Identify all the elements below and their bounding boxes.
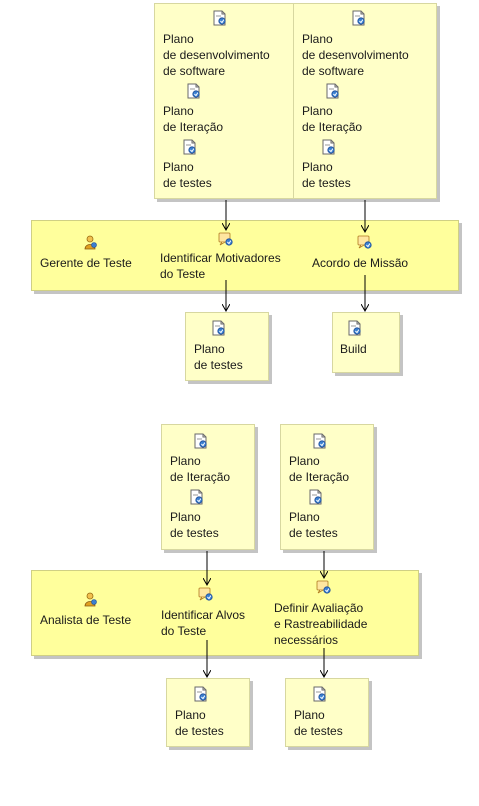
input-artifacts-right [293,3,437,199]
output-test-plan-box [185,312,269,381]
iteration-plan-label-4[interactable]: Plano de Iteração [289,454,350,484]
input-artifacts-right-2 [280,424,374,550]
task-define-assessment[interactable]: Definir Avaliação e Rastreabilidade nece… [274,601,368,647]
role-label[interactable]: Gerente de Teste [40,256,132,270]
test-plan-output-label[interactable]: Plano de testes [194,342,243,372]
test-plan-label-4[interactable]: Plano de testes [289,510,338,540]
task-identify-targets[interactable]: Identificar Alvos do Teste [161,608,246,638]
test-plan-output-label-2[interactable]: Plano de testes [175,708,224,738]
test-plan-label-1[interactable]: Plano de testes [163,160,212,190]
swimlane-test-analyst [31,570,419,656]
input-artifacts-left-2 [161,424,255,550]
dev-plan-label-1[interactable]: Plano de desenvolvimento de software [163,32,270,78]
task-mission-agreement[interactable]: Acordo de Missão [312,256,409,270]
input-artifacts-left [154,3,295,199]
test-plan-label-3[interactable]: Plano de testes [170,510,219,540]
role-label-2[interactable]: Analista de Teste [40,613,132,627]
build-output-label[interactable]: Build [340,342,367,356]
task-identify-motivators[interactable]: Identificar Motivadores do Teste [160,251,281,281]
iteration-plan-label-3[interactable]: Plano de Iteração [170,454,231,484]
output-test-plan-box-2 [166,678,250,747]
output-test-plan-box-3 [285,678,369,747]
test-plan-output-label-3[interactable]: Plano de testes [294,708,343,738]
dev-plan-label-2[interactable]: Plano de desenvolvimento de software [302,32,409,78]
output-build-box [332,312,400,373]
test-plan-label-2[interactable]: Plano de testes [302,160,351,190]
iteration-plan-label-2[interactable]: Plano de Iteração [302,104,363,134]
swimlane-test-manager [31,220,459,291]
iteration-plan-label-1[interactable]: Plano de Iteração [163,104,224,134]
